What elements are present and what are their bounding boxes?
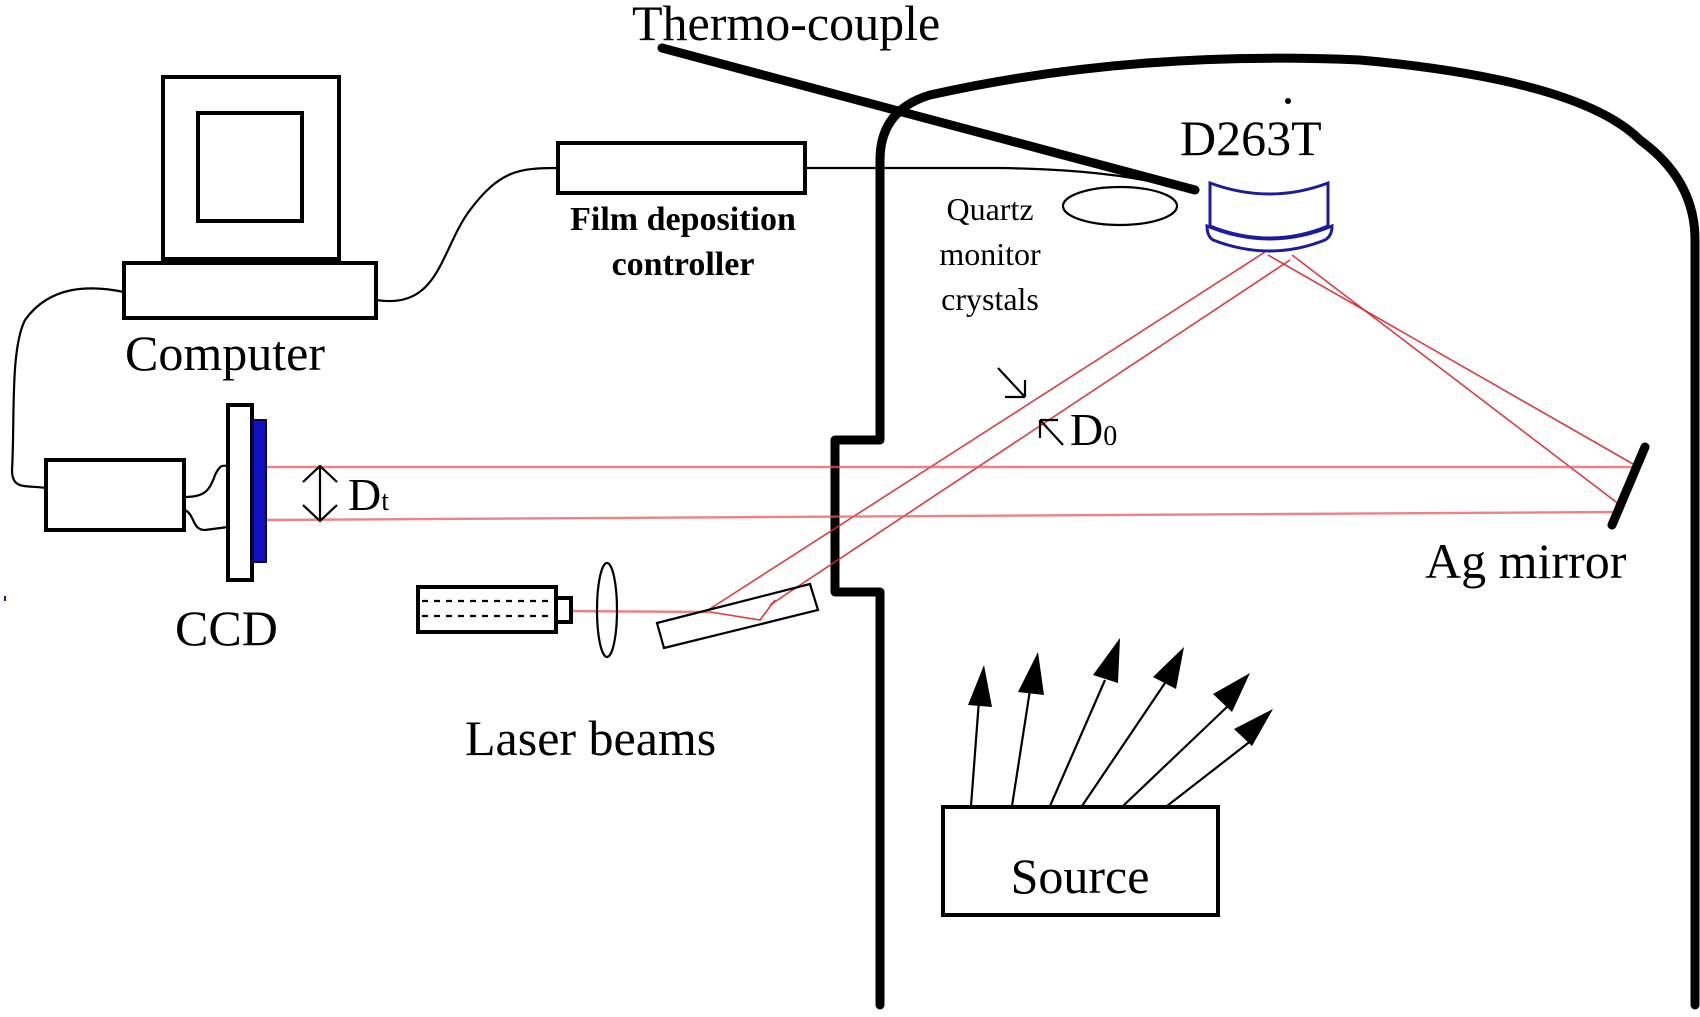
computer-to-ccd-cable: [10, 287, 125, 490]
ccd-sensor-cable-bottom: [184, 509, 229, 532]
computer-screen: [196, 111, 304, 223]
ccd-camera-body: [44, 458, 186, 532]
source-label: Source: [1011, 848, 1150, 904]
laser: [416, 585, 573, 634]
dt-double-arrow: [302, 464, 338, 523]
substrate-label: D263T: [1180, 110, 1322, 166]
ccd-label: CCD: [175, 600, 278, 656]
emission-arrow: [1122, 673, 1250, 807]
quartz-label-line2: monitor: [939, 236, 1041, 272]
emission-arrow: [1048, 638, 1120, 807]
ag-mirror-label: Ag mirror: [1425, 533, 1627, 589]
d263t-substrate: [1205, 180, 1334, 253]
emission-arrow: [968, 665, 992, 807]
film-controller-label-line1: Film deposition: [570, 201, 796, 238]
d0-label: D0: [1070, 404, 1117, 455]
laser-beams-label: Laser beams: [465, 710, 716, 766]
source-emission-arrows: [968, 638, 1273, 807]
thermocouple-probe: [657, 43, 1200, 195]
emission-arrow: [1081, 647, 1184, 807]
film-deposition-controller-box: [556, 141, 807, 195]
emission-arrow: [1166, 709, 1273, 807]
d0-label-sub: 0: [1103, 421, 1117, 452]
lens: [595, 561, 619, 659]
quartz-label-line3: crystals: [941, 281, 1039, 317]
computer: [122, 75, 378, 320]
computer-label: Computer: [125, 325, 325, 381]
film-controller-label-line2: controller: [612, 246, 755, 283]
ccd-sensor: [252, 419, 267, 563]
thermocouple-label: Thermo-couple: [632, 0, 940, 51]
evaporation-source: [941, 805, 1220, 917]
controller-to-quartz-cable: [805, 166, 1176, 190]
beam-splitter-plate: [655, 582, 820, 650]
quartz-label-line1: Quartz: [946, 191, 1033, 227]
d0-label-main: D: [1070, 404, 1103, 455]
laser-beam-paths: [264, 251, 1641, 621]
dt-label-main: D: [348, 469, 381, 520]
emission-arrow: [1010, 652, 1044, 807]
substrate-label-dot: [1285, 98, 1291, 104]
ccd-camera: [44, 403, 267, 582]
d0-arrow-bottom: [1038, 418, 1064, 446]
dt-label-sub: t: [381, 486, 389, 517]
quartz-monitor-crystal: [1061, 185, 1179, 227]
stray-mark: [4, 596, 6, 601]
dt-label: Dt: [348, 469, 389, 520]
d0-arrow-top: [997, 367, 1027, 399]
ccd-sensor-cable-top: [184, 464, 229, 499]
ag-mirror: [1607, 442, 1650, 530]
ccd-mount-plate: [226, 403, 254, 582]
computer-to-controller-cable: [375, 166, 559, 303]
computer-base: [122, 261, 378, 320]
